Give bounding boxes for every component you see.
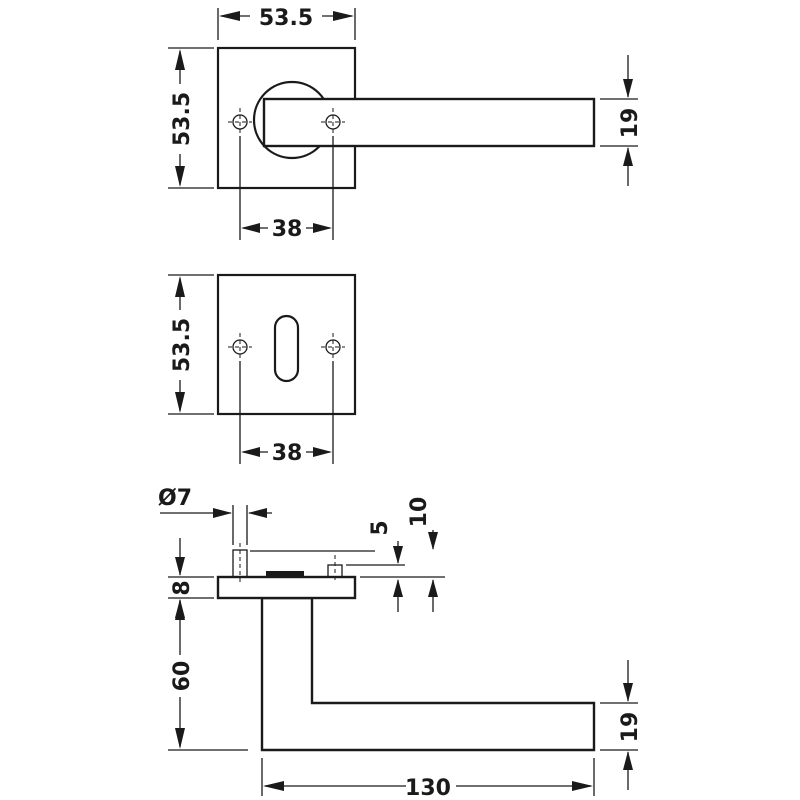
dimension-top-height: 53.5 bbox=[166, 47, 214, 189]
escutcheon-view bbox=[216, 273, 357, 416]
dimension-label: 5 bbox=[368, 520, 393, 535]
dimension-label: 38 bbox=[272, 217, 303, 242]
dimension-label: 60 bbox=[170, 661, 195, 692]
lever-profile bbox=[260, 596, 596, 752]
dimension-5: 5 bbox=[368, 520, 403, 612]
dimension-pin-diameter: Ø7 bbox=[158, 486, 272, 545]
dimension-escutcheon-height: 53.5 bbox=[166, 274, 214, 415]
screw-hole-right bbox=[321, 333, 345, 361]
keyhole-slot bbox=[273, 314, 300, 383]
screw-hole-left bbox=[228, 333, 252, 361]
dimension-side-lever-height: 19 bbox=[600, 660, 643, 790]
screw-hole-right bbox=[321, 108, 345, 136]
dimension-top-width: 53.5 bbox=[217, 3, 356, 40]
dimension-label: 53.5 bbox=[170, 92, 195, 146]
dimension-label: 10 bbox=[407, 497, 432, 528]
lever-arm bbox=[262, 97, 596, 148]
dimension-label: 8 bbox=[170, 580, 195, 595]
dimension-label: Ø7 bbox=[158, 486, 192, 511]
dimension-label: 130 bbox=[405, 776, 451, 800]
dimension-escutcheon-hole-spacing: 38 bbox=[239, 361, 334, 466]
escutcheon-plate bbox=[216, 273, 357, 416]
rose-base bbox=[216, 575, 357, 600]
dimension-label: 19 bbox=[618, 108, 643, 139]
spindle-clip bbox=[266, 571, 304, 577]
side-view bbox=[216, 543, 596, 752]
dimension-10: 10 bbox=[407, 497, 438, 612]
screw-hole-left bbox=[228, 108, 252, 136]
top-view-rose-with-lever bbox=[216, 46, 596, 190]
dimension-label: 53.5 bbox=[259, 6, 313, 31]
dimension-top-lever-height: 19 bbox=[600, 55, 643, 186]
dimension-projection: 60 bbox=[166, 599, 248, 751]
dimension-top-hole-spacing: 38 bbox=[239, 136, 334, 242]
dimension-rose-thickness: 8 bbox=[168, 538, 214, 618]
dimension-label: 38 bbox=[272, 441, 303, 466]
dimension-label: 19 bbox=[618, 712, 643, 743]
dimension-label: 53.5 bbox=[170, 318, 195, 372]
dimension-lever-length: 130 bbox=[261, 758, 595, 800]
